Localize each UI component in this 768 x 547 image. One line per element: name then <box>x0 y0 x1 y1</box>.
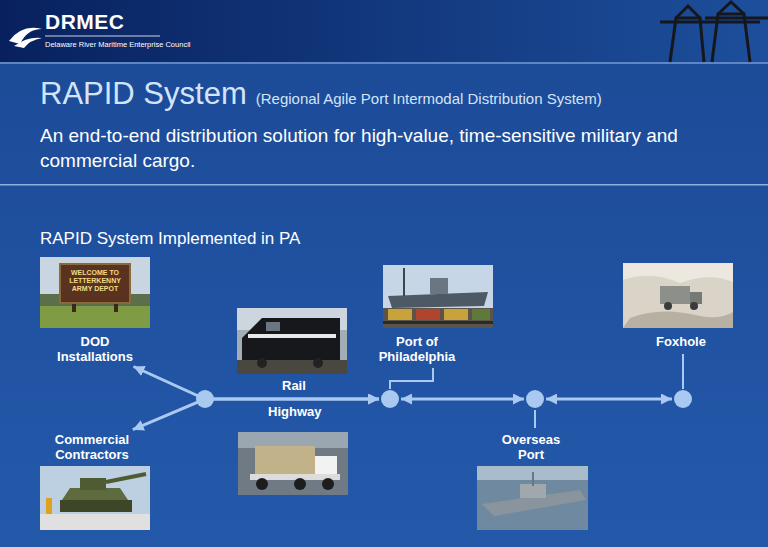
illustration-shape <box>60 264 130 303</box>
illustration-shape <box>430 278 448 294</box>
edge-label: Rail <box>282 379 306 393</box>
illustration-shape <box>40 514 150 530</box>
illustration-shape <box>532 472 534 486</box>
illustration-shape <box>444 309 468 320</box>
illustration-shape <box>403 268 405 296</box>
illustration-shape <box>0 62 768 64</box>
illustration-shape <box>40 306 150 328</box>
terminal-dot: Port of Philadelphia <box>381 390 399 408</box>
dot-label-wrap: Overseas Port <box>491 432 571 462</box>
illustration-shape <box>238 432 348 495</box>
section-heading: RAPID System Implemented in PA <box>40 229 300 249</box>
illustration-shape <box>237 308 347 374</box>
node-label: Overseas Port <box>491 432 571 462</box>
illustration-shape <box>255 446 315 474</box>
connector-arrow <box>134 367 380 400</box>
illustration-shape <box>690 302 698 310</box>
illustration-shape <box>383 265 493 328</box>
illustration-shape <box>718 2 744 14</box>
node-label: DOD Installations <box>45 334 145 364</box>
illustration-shape <box>46 498 52 514</box>
illustration-shape <box>40 257 150 328</box>
illustration-shape <box>388 309 412 320</box>
illustration-shape <box>623 263 733 328</box>
illustration-shape <box>520 484 546 498</box>
illustration-shape <box>0 62 768 547</box>
dot-label-wrap: Port of Philadelphia <box>362 334 472 364</box>
node-label: Foxhole <box>641 334 721 349</box>
illustration-shape <box>390 354 683 428</box>
illustration-shape <box>14 38 42 48</box>
illustration-shape <box>0 0 768 62</box>
connector-arrow <box>546 398 672 401</box>
organisation-name: Delaware River Maritime Enterprise Counc… <box>45 40 190 49</box>
illustration-shape <box>248 334 336 338</box>
title-expansion: (Regional Agile Port Intermodal Distribu… <box>256 90 602 107</box>
illustration-shape <box>106 474 146 482</box>
illustration-shape <box>80 478 106 490</box>
illustration-shape <box>416 309 440 320</box>
illustration-shape <box>242 318 340 360</box>
illustration-shape <box>237 308 347 374</box>
illustration-shape <box>676 6 700 18</box>
illustration-shape <box>313 358 323 368</box>
illustration-shape <box>660 2 768 62</box>
illustration-shape <box>670 18 704 62</box>
node-label: Commercial Contractors <box>42 432 142 462</box>
terminal-dot: Overseas Port <box>526 390 544 408</box>
illustration-shape <box>472 309 490 320</box>
illustration-shape <box>0 184 768 186</box>
terminal-dot: Foxhole <box>674 390 692 408</box>
illustration-shape <box>40 466 150 530</box>
illustration-shape <box>682 354 684 389</box>
illustration-shape <box>690 292 702 304</box>
illustration-shape <box>712 14 750 62</box>
illustration-shape <box>237 360 347 374</box>
illustration-shape <box>390 368 433 389</box>
dot-label-wrap: Foxhole <box>641 334 721 349</box>
illustration-shape <box>623 263 733 283</box>
node-label: Port of Philadelphia <box>362 334 472 364</box>
illustration-shape <box>534 410 536 428</box>
illustration-shape <box>383 308 493 328</box>
illustration-shape <box>664 302 672 310</box>
title-row: RAPID System (Regional Agile Port Intermo… <box>40 76 602 112</box>
illustration-shape <box>60 500 132 512</box>
slide-title: RAPID System <box>40 76 247 112</box>
illustration-shape <box>40 466 150 530</box>
illustration-shape <box>40 257 150 328</box>
illustration-shape <box>322 478 334 490</box>
slide-subtitle: An end-to-end distribution solution for … <box>40 123 700 173</box>
illustration-shape <box>383 321 493 324</box>
illustration-shape <box>477 466 588 530</box>
logo-text: DRMEC <box>45 10 125 34</box>
illustration-shape <box>294 478 306 490</box>
connector-arrow <box>401 398 524 401</box>
illustration-shape <box>257 358 267 368</box>
illustration-shape <box>660 286 690 304</box>
illustration-shape <box>705 17 768 20</box>
illustration-shape <box>477 466 588 530</box>
sign-text: WELCOME TO LETTERKENNY ARMY DEPOT <box>62 269 128 293</box>
place-label-box: DOD Installations <box>45 334 145 364</box>
connector-arrow <box>133 399 379 430</box>
illustration-shape <box>238 432 348 495</box>
edge-label: Highway <box>268 405 321 419</box>
illustration-shape <box>623 263 733 328</box>
place-label-box: Commercial Contractors <box>42 432 142 462</box>
illustration-shape <box>623 311 733 328</box>
illustration-shape <box>266 322 280 331</box>
illustration-shape <box>383 265 493 328</box>
illustration-shape <box>45 36 160 37</box>
illustration-shape <box>256 478 268 490</box>
illustration-shape <box>238 432 348 448</box>
